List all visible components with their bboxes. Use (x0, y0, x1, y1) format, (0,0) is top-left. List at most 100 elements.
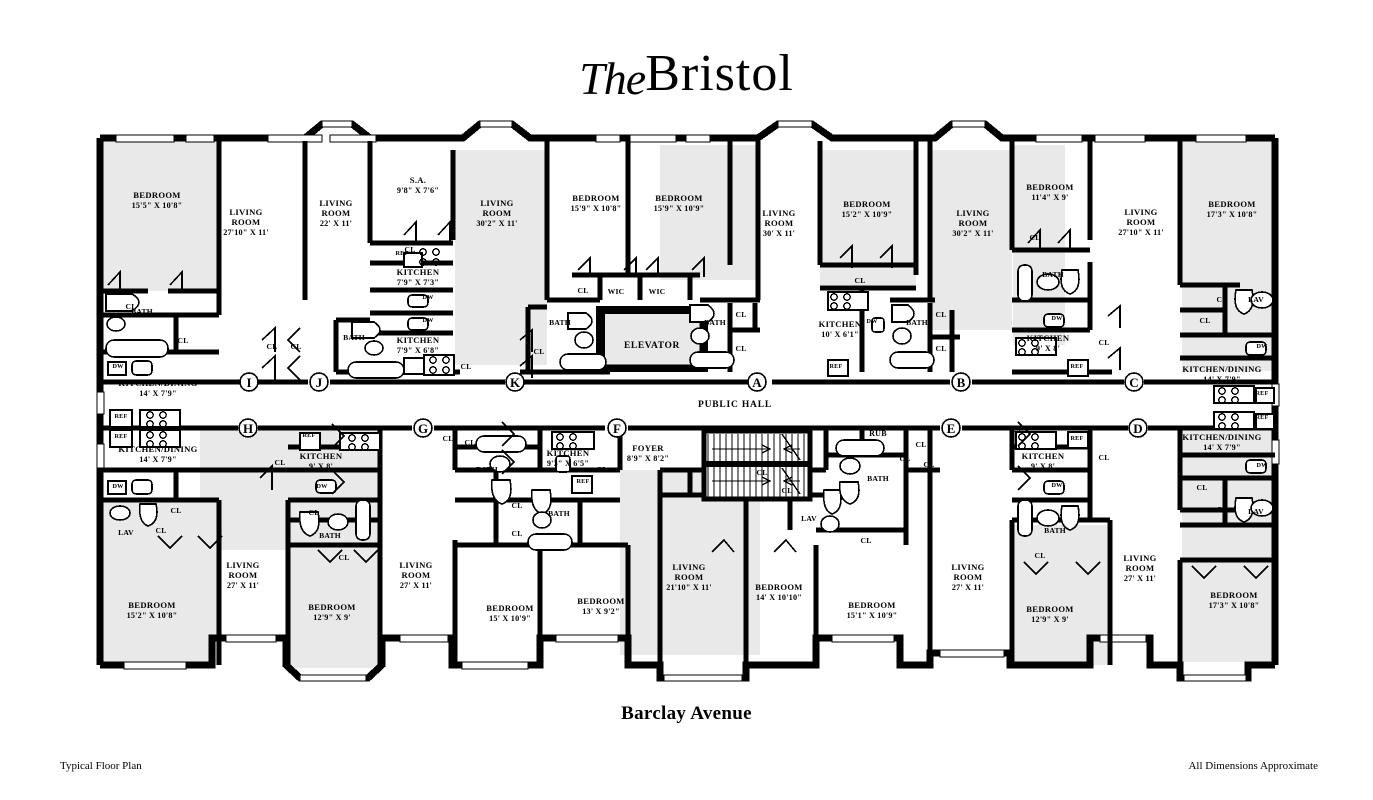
fixture-label: CL (512, 501, 523, 510)
room-name: KITCHEN/DINING (1182, 432, 1261, 442)
room-name: BEDROOM (843, 199, 890, 209)
fixture-label: CL (924, 460, 935, 469)
fixture-label: CL (405, 245, 416, 254)
fixture-label: WIC (608, 287, 625, 296)
room-name: LIVING (956, 208, 989, 218)
fixture-label: CL (736, 310, 747, 319)
fixture-label: CL (900, 454, 911, 463)
street-label: Barclay Avenue (621, 703, 752, 724)
room-dimensions: 27' X 11' (1124, 574, 1156, 583)
room-dimensions: 9'8" X 7'6" (397, 186, 439, 195)
elevator-label: ELEVATOR (624, 341, 680, 351)
fixture-label: DW (1256, 343, 1268, 350)
fixture-label: CL (597, 465, 608, 474)
fixture-label: CL (178, 336, 189, 345)
public-hall-label: PUBLIC HALL (698, 400, 772, 410)
fixture-label: REF (115, 413, 128, 420)
room-name: ROOM (402, 570, 431, 580)
room-name: KITCHEN (1022, 451, 1065, 461)
fixture-label: CL (465, 438, 476, 447)
room-name: KITCHEN (397, 267, 440, 277)
room-name: LIVING (319, 198, 352, 208)
fixture-label: CL (156, 526, 167, 535)
svg-text:B: B (957, 375, 966, 390)
room-name: ROOM (232, 217, 261, 227)
fixture-label: CL (534, 347, 545, 356)
room-name: KITCHEN/DINING (118, 378, 197, 388)
room-dimensions: 10' X 6'1" (821, 330, 858, 339)
fixture-label: CL (916, 440, 927, 449)
stairwell (701, 428, 813, 502)
room-dimensions: 27'10" X 11' (1118, 228, 1164, 237)
footer-left-note: Typical Floor Plan (60, 760, 142, 772)
fixture-label: BATH (867, 474, 889, 483)
fixture-label: BATH (548, 509, 570, 518)
room-dimensions: 14' X 10'10" (756, 593, 802, 602)
room-name: S.A. (410, 175, 426, 185)
fixture-label: CL (736, 344, 747, 353)
fixture-label: CL (339, 553, 350, 562)
room-dimensions: 15'5" X 10'8" (132, 201, 183, 210)
room-dimensions: 15' X 10'9" (489, 614, 531, 623)
fixture-label: BATH (131, 307, 153, 316)
room-dimensions: 15'2" X 10'8" (127, 611, 178, 620)
room-name: LIVING (951, 562, 984, 572)
fixture-label: CL (461, 362, 472, 371)
fixture-label: DW (112, 483, 124, 490)
fixture-label: DW (1051, 315, 1063, 322)
room-dimensions: 15'1" X 10'9" (847, 611, 898, 620)
room-dimensions: 15'9" X 10'9" (654, 204, 705, 213)
room-name: LIVING (399, 560, 432, 570)
room-name: KITCHEN (819, 319, 862, 329)
room-name: ROOM (765, 218, 794, 228)
title-roman-word: Bristol (645, 45, 794, 102)
room-name: BEDROOM (486, 603, 533, 613)
fixture-label: REF (830, 363, 843, 370)
room-dimensions: 30' X 11' (763, 229, 795, 238)
fixture-label: BATH (906, 318, 928, 327)
title-script-word: The (579, 53, 646, 104)
room-dimensions: 7'9" X 6'8" (397, 346, 439, 355)
room-dimensions: 27'10" X 11' (223, 228, 269, 237)
room-name: BEDROOM (577, 596, 624, 606)
room-name: ROOM (959, 218, 988, 228)
fixture-label: WIC (649, 287, 666, 296)
svg-text:J: J (316, 375, 323, 390)
room-dimensions: 17'3" X 10'8" (1209, 601, 1260, 610)
svg-text:G: G (418, 421, 428, 436)
fixture-label: CL (936, 310, 947, 319)
fixture-label: BATH (476, 465, 498, 474)
svg-text:F: F (613, 421, 621, 436)
fixture-label: REF (1071, 363, 1084, 370)
room-dimensions: 22' X 11' (320, 219, 352, 228)
room-name: FOYER (632, 443, 664, 453)
svg-text:H: H (243, 421, 253, 436)
fixture-label: CL (309, 508, 320, 517)
room-name: LIVING (229, 207, 262, 217)
svg-text:I: I (246, 375, 251, 390)
svg-text:A: A (752, 375, 762, 390)
fixture-label: REF (1256, 390, 1269, 397)
room-name: ROOM (322, 208, 351, 218)
svg-text:K: K (510, 375, 521, 390)
room-name: KITCHEN (397, 335, 440, 345)
fixture-label: CL (861, 536, 872, 545)
fixture-label: CL (936, 344, 947, 353)
room-dimensions: 8'9" X 8'2" (627, 454, 669, 463)
room-dimensions: 14' X 7'9" (1203, 443, 1240, 452)
fixture-label: BATH (319, 531, 341, 540)
room-name: LIVING (672, 562, 705, 572)
room-dimensions: 9' X 8' (309, 462, 333, 471)
room-name: KITCHEN (547, 448, 590, 458)
room-dimensions: 13' X 9'2" (582, 607, 619, 616)
window-openings (96, 120, 1280, 682)
room-name: BEDROOM (1208, 199, 1255, 209)
room-name: LIVING (480, 198, 513, 208)
fixture-label: CL (291, 342, 302, 351)
room-dimensions: 9'3" X 6'5" (547, 459, 589, 468)
room-name: ROOM (229, 570, 258, 580)
room-name: BEDROOM (308, 602, 355, 612)
fixture-label: CL (1217, 505, 1228, 514)
